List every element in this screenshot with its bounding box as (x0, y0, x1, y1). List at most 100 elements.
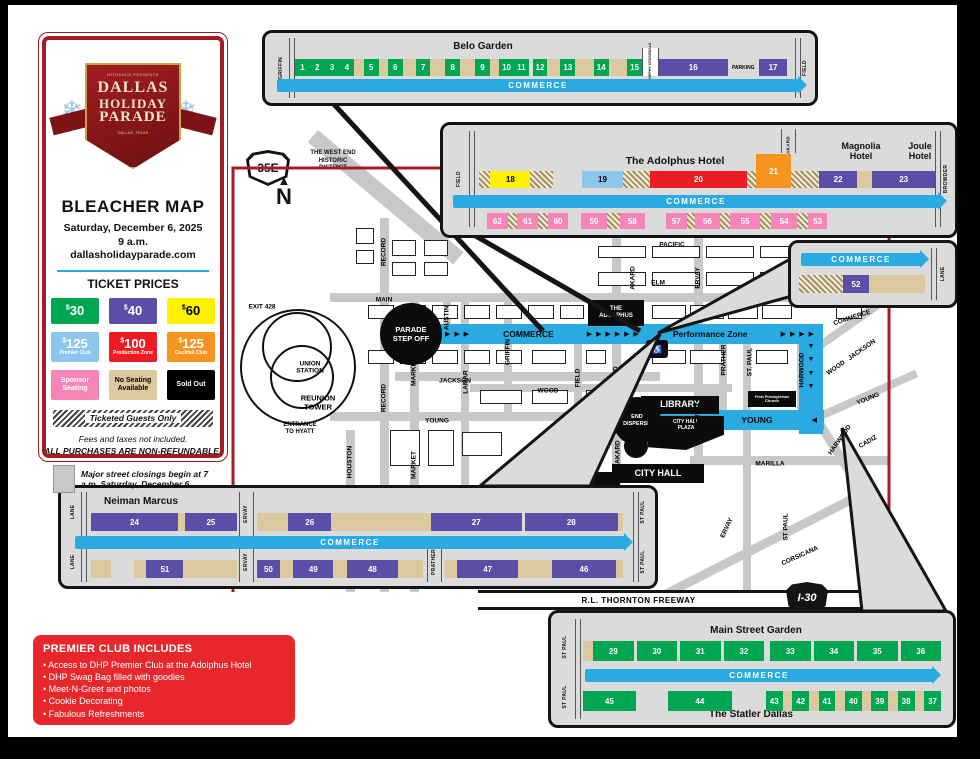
logo-line: DALLAS (97, 79, 169, 96)
panel-title: Magnolia Hotel (841, 141, 881, 162)
logo-shield: HITDANCE PRESENTS DALLAS HOLIDAY PARADE … (85, 63, 181, 169)
logo-presents: HITDANCE PRESENTS (107, 72, 159, 77)
divider-rule (580, 619, 581, 719)
section-40: 40 (844, 691, 862, 711)
sp-gap (636, 691, 668, 711)
section-23: 23 (872, 171, 936, 188)
section-2: 2 (309, 59, 325, 76)
building-block (598, 246, 646, 258)
building-block (690, 350, 724, 364)
price-box: $40 (109, 297, 157, 324)
tan-gap (489, 59, 500, 76)
premier-club-item: Cookie Decorating (43, 695, 285, 707)
hatch-gap (606, 213, 620, 229)
street-band (743, 324, 751, 592)
divider-rule (427, 540, 428, 582)
tan-gap (914, 691, 925, 711)
panel-street-label: AKARD (785, 136, 791, 154)
tan-gap (279, 560, 294, 578)
section-29: 29 (593, 641, 634, 661)
tan-gap (91, 560, 112, 578)
hatch-gap (686, 213, 695, 229)
street-label: JACKSON (439, 377, 471, 385)
hatch-gap (796, 213, 809, 229)
section-54: 54 (771, 213, 797, 229)
landmark-ring (240, 309, 356, 425)
section-62: 62 (487, 213, 508, 229)
sp-gap (827, 213, 947, 229)
premier-club-item: Access to DHP Premier Club at the Adolph… (43, 659, 285, 671)
section-16: 16 (658, 59, 728, 76)
sp-gap (111, 560, 133, 578)
section-44: 44 (667, 691, 732, 711)
ticketed-guests-bar: Ticketed Guests Only (53, 409, 213, 427)
section-53: 53 (808, 213, 828, 229)
closings-note: Major street closings begin at 7 a.m. Sa… (81, 468, 209, 489)
panel-street-label: FIELD (802, 60, 808, 76)
section-27: 27 (430, 513, 522, 531)
section-46: 46 (552, 560, 616, 578)
tan-gap (460, 59, 475, 76)
adolphus-leader-line (465, 228, 642, 334)
section-15: 15 (627, 59, 643, 76)
route-street-label: COMMERCE (503, 329, 554, 339)
panel-title: Main Street Garden (710, 625, 802, 636)
section-11: 11 (513, 59, 529, 76)
section-5: 5 (363, 59, 379, 76)
street-label: YOUNG (425, 417, 449, 425)
section-60: 60 (547, 213, 569, 229)
panel-street-label: FIELD (456, 171, 462, 187)
parade-logo: ❄ ❄ ❄ HITDANCE PRESENTS DALLAS HOLIDAY P… (39, 43, 227, 193)
divider-rule (800, 38, 801, 98)
divider-rule (781, 129, 782, 153)
building-block (428, 430, 454, 466)
divider-rule (294, 38, 295, 98)
divider (57, 269, 209, 272)
route-arrows-icon: ▶ ▶ ▶ (445, 331, 471, 338)
section-43: 43 (765, 691, 783, 711)
building-block (432, 350, 458, 364)
website-url: dallasholidayparade.com (70, 249, 196, 262)
section-31: 31 (680, 641, 721, 661)
divider-rule (469, 131, 470, 227)
tan-gap (869, 275, 925, 293)
screen-edge (0, 0, 8, 759)
section-42: 42 (792, 691, 810, 711)
tan-gap (430, 59, 446, 76)
section-35: 35 (857, 641, 898, 661)
divider-rule (633, 492, 634, 582)
price-label: Sponsor Seating (60, 376, 90, 392)
logo-city: DALLAS, TEXAS (117, 130, 149, 136)
panel-street-label: LANE (70, 504, 76, 520)
street-band (690, 456, 889, 465)
premier-club-item: Meet-N-Greet and photos (43, 683, 285, 695)
section-59: 59 (581, 213, 607, 229)
section-PARKING: PARKING (731, 64, 755, 71)
building-block (424, 262, 448, 276)
panel-street-label: ERVAY (243, 553, 249, 571)
parade-route-commerce: ▶ ▶ ▶ COMMERCE ▶ ▶ ▶ ▶ ▶ ▶ Performance Z… (383, 324, 823, 344)
street-band (719, 324, 727, 419)
tan-gap (809, 691, 819, 711)
street-band (330, 412, 632, 421)
price-box: Sponsor Seating (51, 369, 99, 400)
price-amount: $125 (178, 336, 204, 352)
tan-gap (575, 59, 594, 76)
panel-street-label: ST PAUL (640, 500, 646, 524)
section-20: 20 (650, 171, 747, 188)
tan-gap (857, 171, 873, 188)
street-label: WOOD (537, 387, 559, 395)
divider-rule (795, 38, 796, 98)
section-25: 25 (184, 513, 237, 531)
panel-street-label: ST PAUL (640, 550, 646, 574)
section-7: 7 (415, 59, 431, 76)
screen-edge (0, 737, 980, 759)
